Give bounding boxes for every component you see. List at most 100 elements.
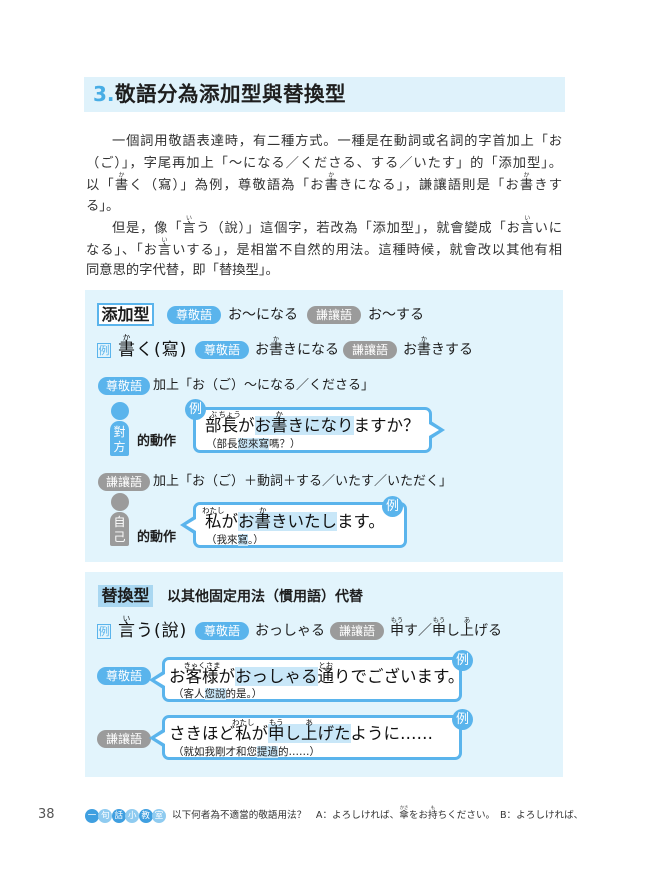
ruby-base: 書か [254,505,272,531]
example-badge: 例 [382,496,403,517]
text-segment: 申もう [432,617,446,639]
text-segment: 書か [417,335,431,358]
ruby-base: 私わたし [232,717,255,743]
highlighted-text: お [238,512,255,531]
furigana: か [328,172,335,180]
highlighted-text: おっしゃる [235,667,318,686]
text-line: る」。 [86,199,120,214]
example-translation: （部長您來寫嗎？） [206,438,301,450]
example-badge: 例 [452,650,473,671]
ruby-base: 上あ [460,616,474,639]
honorific-badge: 尊敬語 [98,377,150,395]
person-body-icon: 自己 [110,512,129,546]
text-segment: 言い [182,216,195,236]
section-title: 敬語分為添加型與替換型 [115,82,346,106]
highlighted-text: 上あ [301,718,318,743]
ruby-base: 申もう [268,717,285,743]
text-segment: 通とお [318,661,335,686]
ruby-base: 傘かさ [399,805,409,821]
ruby-base: 書か [417,335,431,358]
honorific-badge: 尊敬語 [195,622,249,640]
text-segment: 部ぶ [205,409,222,435]
highlighted-text: お [254,416,271,435]
furigana: か [122,333,132,343]
highlighted-text: 提過 [257,746,278,758]
text-segment: 書か [324,172,338,193]
honorific-example-form: お書かきになる [255,335,339,358]
action-label: 的動作 [137,434,177,449]
highlighted-text: きいたし [271,512,337,531]
text-line: 一個詞用敬語表達時，有二種方式。一種是在動詞或名詞的字首加上「お [112,134,562,149]
person-body-icon: 對方 [110,421,129,456]
text-segment: 書か [115,173,128,193]
footer-quiz: 以下何者為不適當的敬語用法？ A：よろしければ、傘かさをお持もちください。 B：… [172,805,584,821]
humble-badge: 謙讓語 [98,473,150,491]
humble-badge: 謙讓語 [307,306,361,324]
ruby-base: 持も [428,805,438,821]
highlighted-text: きになり [287,416,354,435]
ruby-base: 言い [520,215,534,236]
highlighted-text: げた [317,724,351,743]
text-segment: 書か [269,335,283,358]
additive-type-label: 添加型 [97,303,154,326]
text-segment: 書か [118,333,136,360]
series-char-circle: 小 [125,809,140,823]
example-word: 言いう(說) [118,614,188,641]
ruby-base: 部ぶ [205,409,222,435]
furigana: か [420,335,428,343]
text-line: 但是，像「言いう（說）」這個字，若改為「添加型」，就會變成「お言いいに [112,215,562,236]
highlighted-text: 書か [254,505,272,531]
speech-bubble: お客様きゃくさまがおっしゃる通とおりでございます。 （客人您說的是。） [149,657,465,702]
ruby-base: 書か [118,333,136,360]
speech-bubble: 私わたしがお書かきいたします。 （我來寫。） [180,502,407,548]
example-badge: 例 [452,709,473,730]
replacement-type-label: 替換型 [98,585,153,607]
furigana: か [118,172,125,180]
furigana: もう [268,717,284,727]
honorific-pattern: お～になる [228,307,298,323]
furigana: か [523,172,530,180]
furigana: い [122,614,132,624]
furigana: とお [318,660,334,670]
furigana: あ [305,717,313,727]
humble-rule: 加上「お（ご）＋動詞＋する／いたす／いただく」 [153,474,453,489]
honorific-rule: 加上「お（ご）～になる／くださる」 [153,378,375,393]
example-word: 書かく(寫) [118,333,188,360]
example-sentence: 部ぶ長ちょうがお書かきになりますか？ [205,409,420,435]
ruby-base: 客様きゃくさま [183,660,221,686]
ruby-base: 申もう [390,616,404,639]
humble-badge: 謙讓語 [97,730,151,748]
furigana: ちょう [218,409,241,419]
text-segment: 持も [428,805,438,821]
text-segment: 長ちょう [219,410,241,435]
example-sentence: さきほど私わたしが申もうし上あげたように…… [169,717,433,743]
humble-example-form: お書かきする [403,335,473,358]
furigana: あ [463,616,471,624]
furigana: か [259,505,267,515]
example-translation: （客人您說的是。） [173,688,263,700]
text-segment: 言い [520,215,534,236]
humble-pattern: お～する [368,307,424,323]
text-segment: 書か [520,173,533,193]
furigana: い [161,237,168,245]
ruby-base: 書か [324,172,338,193]
highlighted-text: 您說 [204,688,226,700]
example-sentence: お客様きゃくさまがおっしゃる通とおりでございます。 [169,660,465,686]
humble-badge: 謙讓語 [343,341,397,359]
text-segment: 言い [118,614,136,641]
ruby-base: 言い [157,237,172,258]
highlighted-text: 寫 [237,534,248,546]
ruby-base: 言い [118,614,136,641]
honorific-badge: 尊敬語 [195,341,249,359]
series-char-circle: 句 [98,809,113,823]
text-line: 同意思的字代替，即「替換型」。 [86,263,279,278]
example-translation: （就如我剛才和您提過的……） [173,746,320,758]
text-segment: 私わたし [232,717,255,743]
furigana: わたし [232,717,255,727]
ruby-base: 書か [269,335,283,358]
additive-type-panel: 添加型 尊敬語 お～になる 謙讓語 お～する 例 書かく(寫) 尊敬語 お書かき… [85,290,563,562]
example-sentence: 私わたしがお書かきいたします。 [202,505,385,531]
example-marker: 例 [97,343,111,358]
replacement-description: 以其他固定用法（慣用語）代替 [167,589,363,605]
ruby-base: 私わたし [202,505,225,531]
